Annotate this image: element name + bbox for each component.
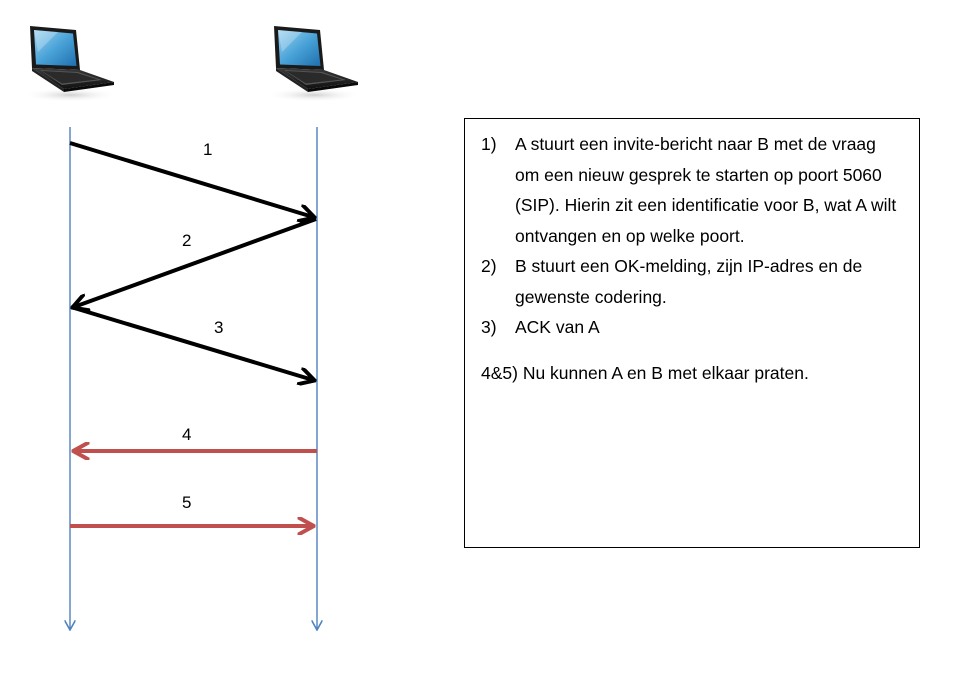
list-item: 1) A stuurt een invite-bericht naar B me… [481,129,903,251]
message-arrow-3 [70,305,313,380]
item-number: 2) [481,256,497,276]
summary-text: 4&5) Nu kunnen A en B met elkaar praten. [481,362,809,383]
laptop-icon [22,26,118,102]
laptop-icon [266,26,362,102]
item-text: A stuurt een invite-bericht naar B met d… [515,134,897,246]
list-item: 2) B stuurt een OK-melding, zijn IP-adre… [481,251,903,312]
message-label-3: 3 [214,318,223,337]
item-text: B stuurt een OK-melding, zijn IP-adres e… [515,256,863,307]
message-arrow-1 [69,141,313,217]
item-text: ACK van A [515,317,600,337]
list-item: 3) ACK van A [481,312,903,343]
item-number: 3) [481,317,497,337]
item-number: 1) [481,134,497,154]
message-arrow-2 [74,217,317,307]
message-label-5: 5 [182,493,191,512]
description-list: 1) A stuurt een invite-bericht naar B me… [481,129,903,343]
message-label-4: 4 [182,425,191,444]
message-label-1: 1 [203,140,212,159]
message-label-2: 2 [182,231,191,250]
description-box: 1) A stuurt een invite-bericht naar B me… [464,118,920,548]
